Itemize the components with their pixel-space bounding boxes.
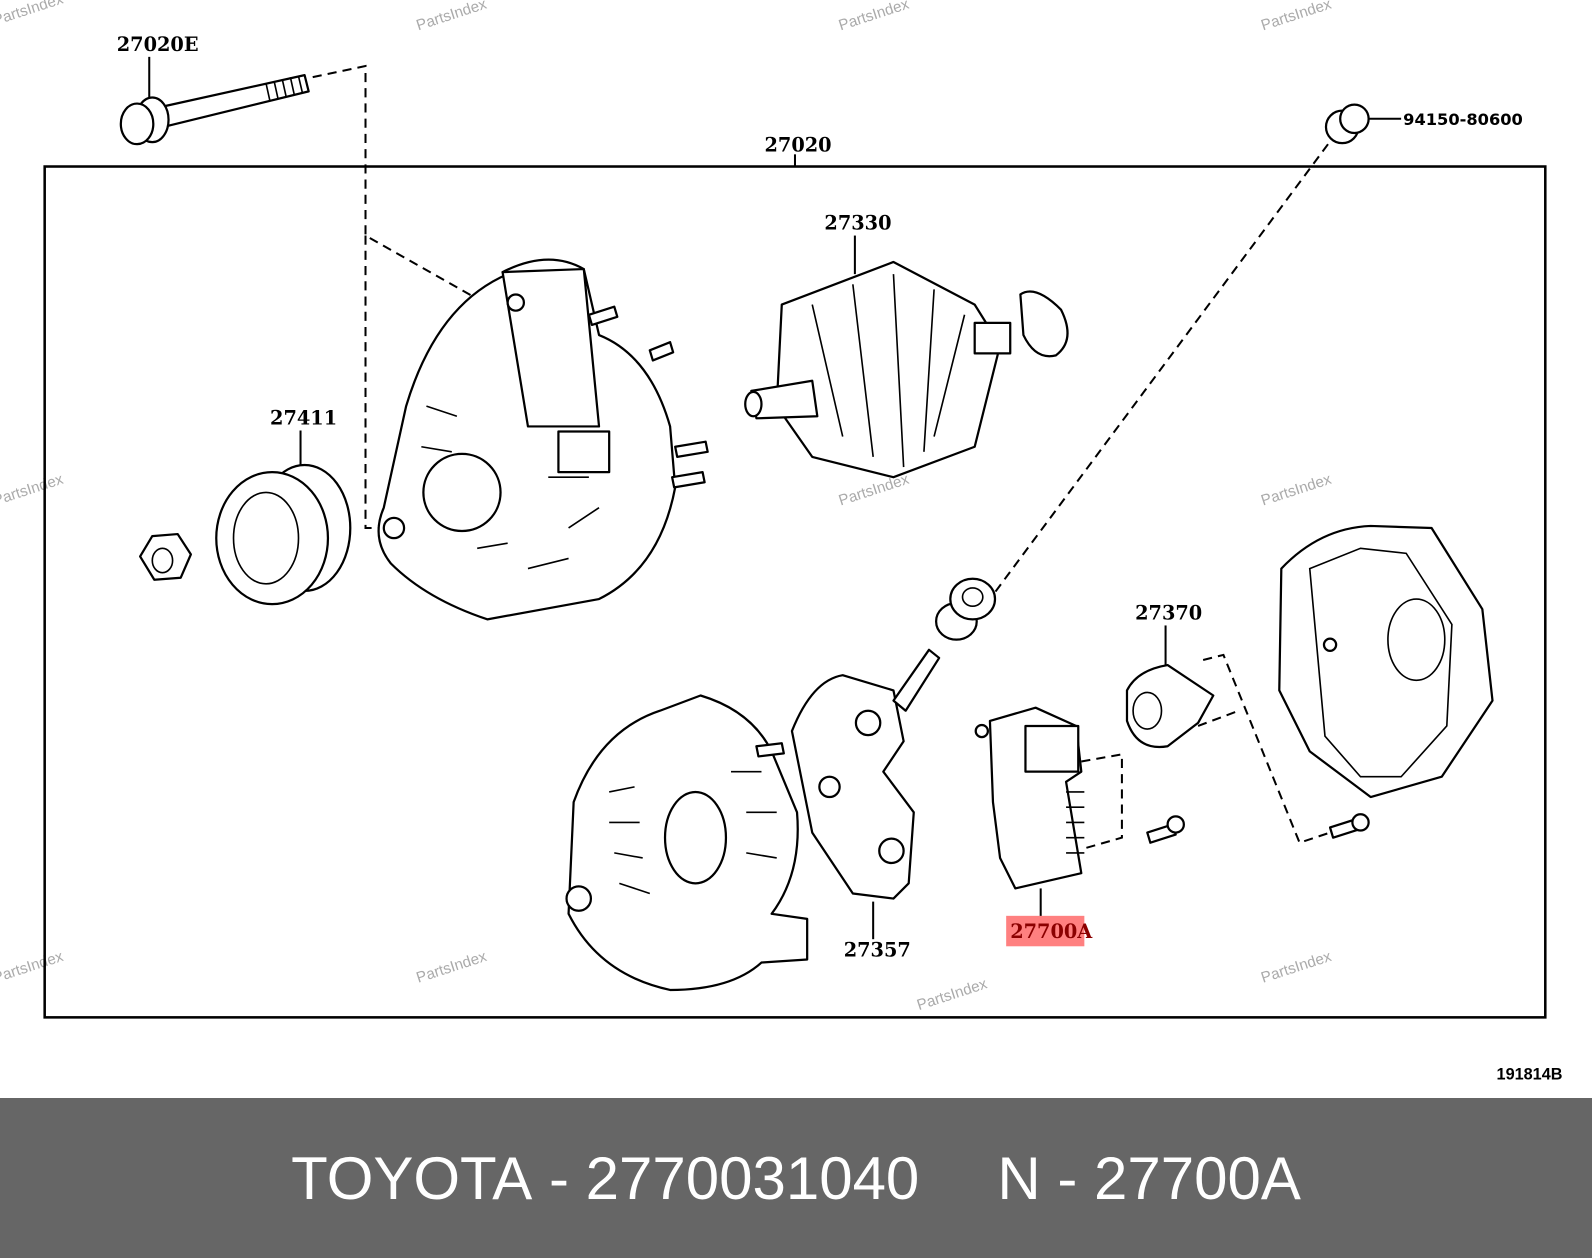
label-27700a[interactable]: 27700A <box>1010 920 1093 943</box>
bearing-part[interactable] <box>934 577 997 641</box>
regulator-part[interactable]: 27700A <box>974 706 1185 947</box>
rectifier-part[interactable]: 27357 <box>790 648 941 962</box>
pulley-part[interactable]: 27411 <box>138 406 352 606</box>
highlight-27700a <box>1006 915 1085 947</box>
watermark: PartsIndex <box>837 471 912 510</box>
label-27411[interactable]: 27411 <box>270 406 337 429</box>
label-27370[interactable]: 27370 <box>1135 601 1202 624</box>
watermark: PartsIndex <box>1259 948 1334 987</box>
brush-holder-part[interactable]: 27370 <box>1125 601 1370 844</box>
watermark: PartsIndex <box>1259 0 1334 34</box>
separator: - <box>1040 1144 1094 1212</box>
part-number: 2770031040 <box>585 1144 920 1212</box>
part-info-banner: TOYOTA - 2770031040 N - 27700A <box>0 1098 1592 1258</box>
watermark: PartsIndex <box>915 975 990 1014</box>
n-prefix: N <box>997 1144 1041 1212</box>
diagram-code: 191814B <box>1497 1065 1563 1083</box>
watermark: PartsIndex <box>414 0 489 34</box>
watermark: PartsIndex <box>414 948 489 987</box>
watermark: PartsIndex <box>1259 471 1334 510</box>
label-94150-80600[interactable]: 94150-80600 <box>1403 110 1523 129</box>
watermark: PartsIndex <box>0 471 66 510</box>
label-27357[interactable]: 27357 <box>844 938 911 961</box>
rear-cover-part[interactable] <box>1278 524 1494 799</box>
separator: - <box>532 1144 586 1212</box>
label-27020[interactable]: 27020 <box>765 133 832 156</box>
bolt-part[interactable]: 27020E <box>117 33 488 529</box>
reference-number: 27700A <box>1093 1144 1301 1212</box>
drive-end-housing-part[interactable] <box>377 258 709 621</box>
rotor-part[interactable]: 27330 <box>744 211 1069 479</box>
nut-part[interactable]: 94150-80600 <box>989 103 1523 600</box>
watermark: PartsIndex <box>0 948 66 987</box>
watermark: PartsIndex <box>837 0 912 34</box>
rear-housing-part[interactable] <box>565 694 809 992</box>
watermark: PartsIndex <box>0 0 66 29</box>
brand-name: TOYOTA <box>291 1144 533 1212</box>
label-27330[interactable]: 27330 <box>824 211 891 234</box>
label-27020e[interactable]: 27020E <box>117 33 199 56</box>
